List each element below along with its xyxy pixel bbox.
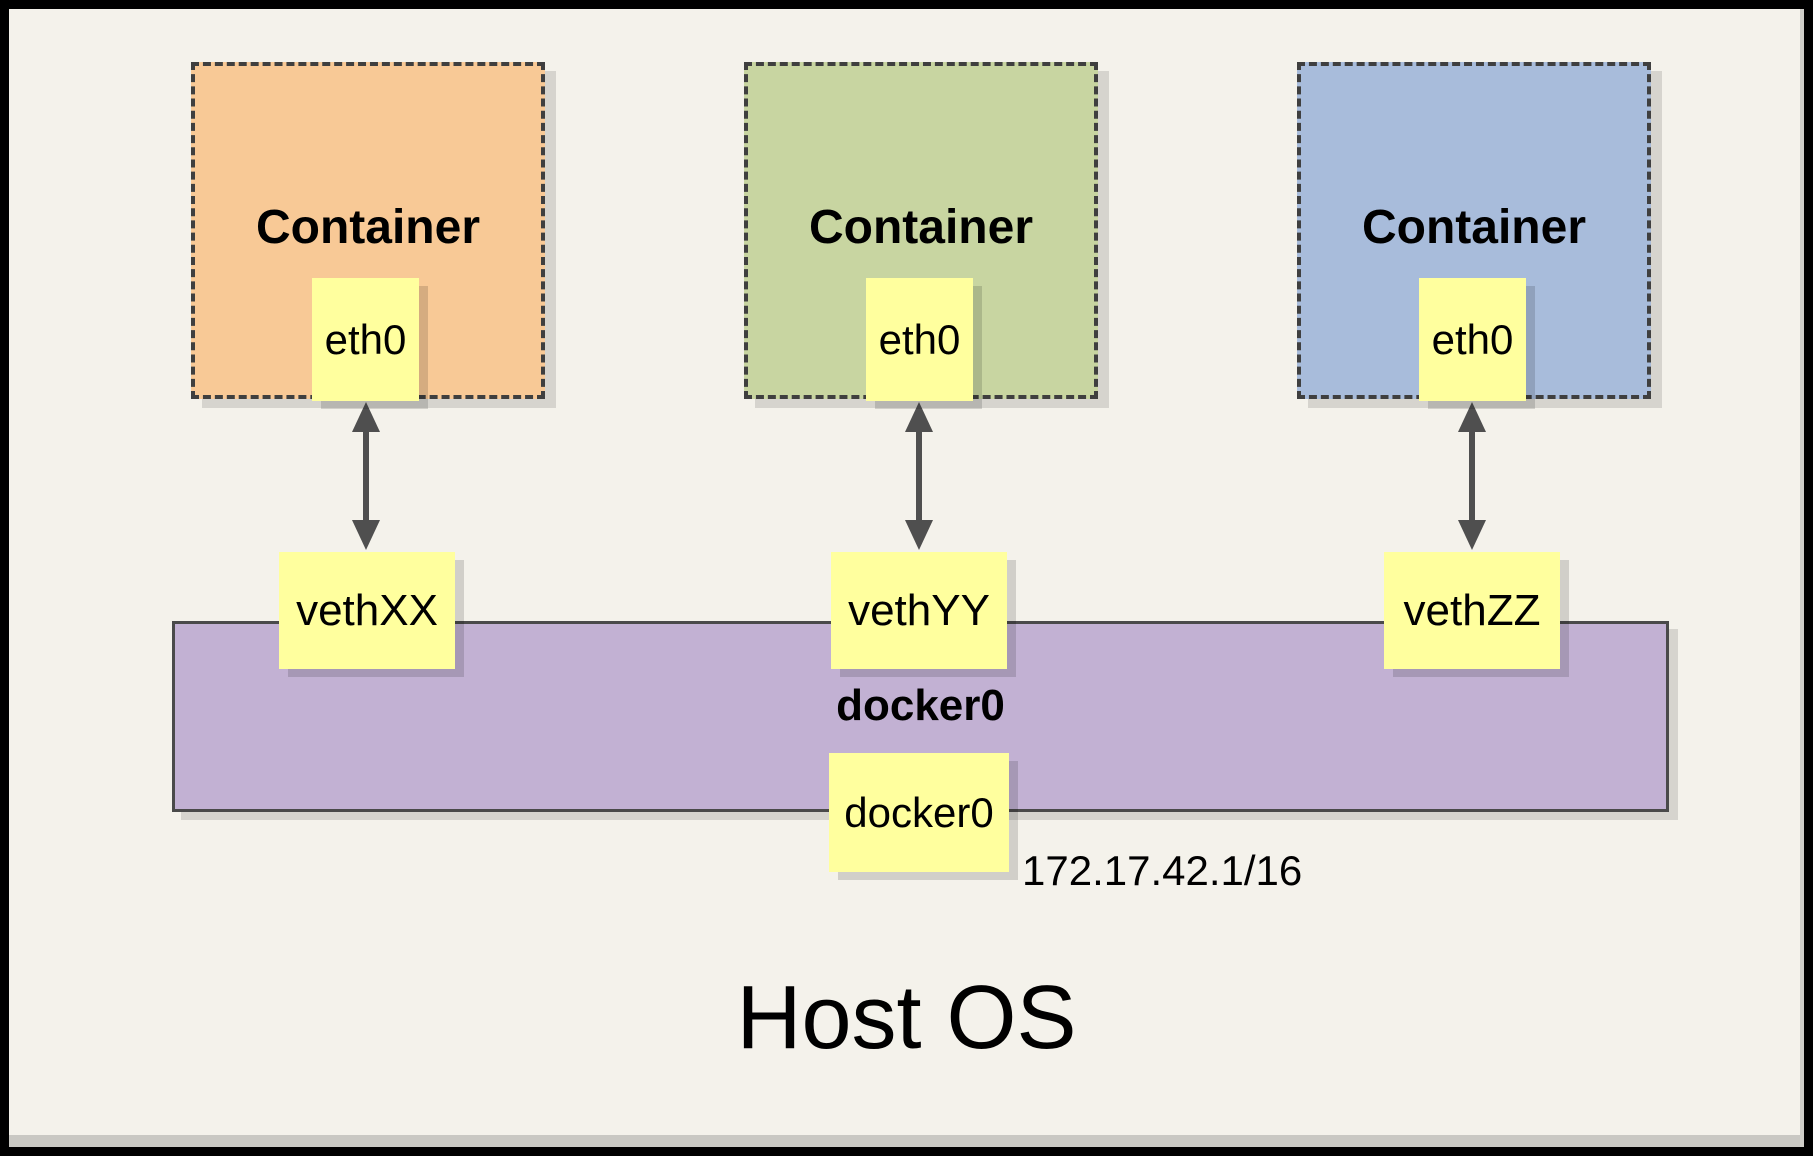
docker0-interface-box: docker0 [829,753,1009,872]
vethzz-label: vethZZ [1403,585,1541,635]
eth0-label: eth0 [1431,315,1514,363]
docker0-bridge-label: docker0 [836,681,1005,730]
eth0-box-3: eth0 [1419,278,1526,401]
container-label: Container [1361,201,1586,254]
vethxx-label: vethXX [296,585,438,635]
double-arrow-icon [1458,402,1486,550]
container-label: Container [255,201,480,254]
eth0-box-1: eth0 [312,278,419,401]
container-label: Container [808,201,1033,254]
host-os-title: Host OS [736,968,1077,1068]
vethyy-box: vethYY [831,552,1007,669]
vethzz-box: vethZZ [1384,552,1560,669]
bridge-ip-label: 172.17.42.1/16 [1022,847,1303,894]
eth0-box-2: eth0 [866,278,973,401]
docker0-interface-label: docker0 [844,788,994,836]
eth0-label: eth0 [878,315,961,363]
double-arrow-icon [905,402,933,550]
eth0-label: eth0 [324,315,407,363]
vethxx-box: vethXX [279,552,455,669]
double-arrow-icon [352,402,380,550]
vethyy-label: vethYY [848,585,990,635]
